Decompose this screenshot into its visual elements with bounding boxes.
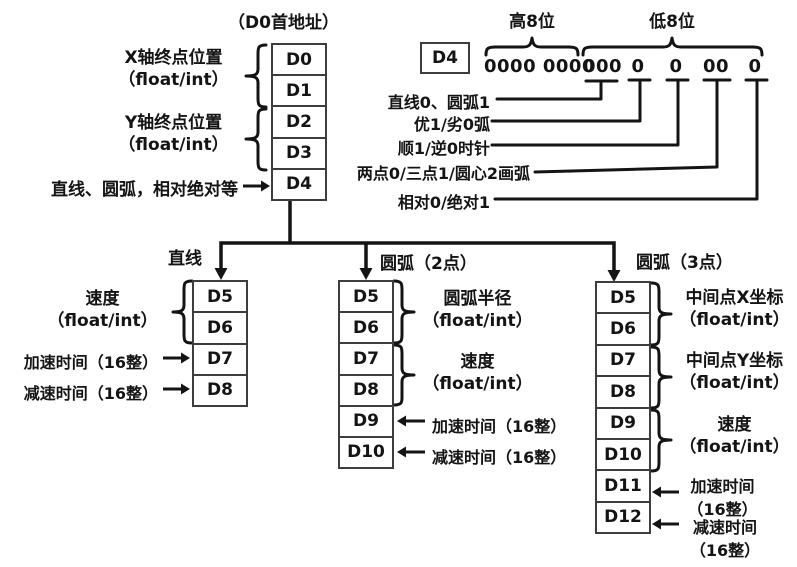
bit-group-cw-ccw: 0 <box>669 56 683 77</box>
arc2-cell-d9: D9 <box>340 404 392 436</box>
register-cell-d0: D0 <box>286 49 312 70</box>
bit-group-type: 000 <box>583 56 623 77</box>
wire-bit-linearc <box>495 79 619 101</box>
arc3-cell-d10: D10 <box>597 437 649 469</box>
label-arc2-decel: 减速时间（16整） <box>432 448 567 467</box>
bit-group-rel-abs: 0 <box>748 56 762 77</box>
label-line-accel: 加速时间（16整） <box>23 353 158 372</box>
brace-arc3-midx <box>649 281 673 347</box>
arc3-cell-d11: D11 <box>597 469 649 500</box>
brace-arc2-radius <box>392 279 416 345</box>
label-line-decel: 减速时间（16整） <box>23 384 158 403</box>
label-y-end-position: Y轴终点位置 （float/int） <box>118 113 229 155</box>
branch-title-arc3: 圆弧（3点） <box>636 253 733 273</box>
bit-label-cw-ccw: 顺1/逆0时针 <box>397 139 490 158</box>
arrowhead-d4 <box>261 180 270 192</box>
arc3-cell-d12: D12 <box>597 500 649 532</box>
brace-high8 <box>484 36 580 57</box>
bit-label-arc-mode: 两点0/三点1/圆心2画弧 <box>356 164 530 183</box>
arc3-cell-d8: D8 <box>597 375 649 406</box>
register-column-arc2: D5 D6 D7 D8 D9 D10 <box>338 280 394 469</box>
arc2-cell-d6: D6 <box>340 311 392 342</box>
label-arc3-midx: 中间点X坐标 （float/int） <box>679 288 790 330</box>
label-low8: 低8位 <box>649 12 695 32</box>
bit-label-rel-abs: 相对0/绝对1 <box>397 193 490 212</box>
label-arc2-accel: 加速时间（16整） <box>432 417 567 436</box>
arc3-cell-d6: D6 <box>597 312 649 343</box>
bit-label-line-or-arc: 直线0、圆弧1 <box>387 93 490 112</box>
arrowhead-arc2-d9 <box>397 415 406 427</box>
label-arc2-speed: 速度 （float/int） <box>422 352 533 394</box>
arrowhead-branch-arc2 <box>359 268 373 280</box>
branch-title-line: 直线 <box>168 249 202 269</box>
line-cell-d6: D6 <box>194 311 246 342</box>
bit-label-major-minor-arc: 优1/劣0弧 <box>413 115 490 134</box>
arrowhead-arc3-d11 <box>652 486 661 498</box>
arrowhead-arc2-d10 <box>397 446 406 458</box>
brace-line-speed <box>171 279 194 345</box>
arc3-cell-d5: D5 <box>610 287 636 308</box>
label-x-end-position: X轴终点位置 （float/int） <box>118 48 229 90</box>
brace-arc3-speed <box>649 408 673 473</box>
line-cell-d5: D5 <box>207 286 233 307</box>
bit-group-major-minor: 0 <box>631 56 645 77</box>
arc3-cell-d9: D9 <box>597 406 649 438</box>
label-high8: 高8位 <box>509 12 555 32</box>
register-column-line: D5 D6 D7 D8 <box>192 280 248 407</box>
arc3-cell-d7: D7 <box>597 343 649 375</box>
line-cell-d7: D7 <box>194 342 246 374</box>
brace-low8 <box>581 36 764 57</box>
wire-bit-majorminor <box>490 78 652 123</box>
branch-title-arc2: 圆弧（2点） <box>380 254 477 274</box>
brace-arc2-speed <box>392 343 416 407</box>
arc2-cell-d8: D8 <box>340 373 392 405</box>
register-cell-d4: D4 <box>273 167 325 199</box>
label-d4-meaning: 直线、圆弧，相对绝对等 <box>51 180 238 200</box>
arc2-cell-d5: D5 <box>353 286 379 307</box>
wire-bit-arcmode <box>533 78 732 174</box>
bit-group-arc-mode: 00 <box>702 56 730 77</box>
register-column-arc3: D5 D6 D7 D8 D9 D10 D11 D12 <box>595 281 651 534</box>
label-arc3-accel: 加速时间 （16整） <box>687 477 758 519</box>
label-arc3-decel: 减速时间 （16整） <box>689 518 761 560</box>
arrowhead-line-d8 <box>181 383 190 395</box>
first-address-note: （D0首地址） <box>228 13 339 33</box>
register-cell-d2: D2 <box>273 105 325 136</box>
arrowhead-arc3-d12 <box>652 518 661 530</box>
label-arc3-midy: 中间点Y坐标 （float/int） <box>679 351 790 393</box>
register-cell-d1: D1 <box>273 74 325 105</box>
line-cell-d8: D8 <box>194 373 246 405</box>
arrowhead-line-d7 <box>181 352 190 364</box>
label-line-speed: 速度 （float/int） <box>47 289 158 331</box>
brace-arc3-midy <box>649 345 673 410</box>
wire-bit-relabs <box>493 78 769 201</box>
register-cell-d3: D3 <box>273 136 325 168</box>
label-arc2-radius: 圆弧半径 （float/int） <box>422 289 533 331</box>
arc2-cell-d10: D10 <box>340 435 392 467</box>
register-column-header: D0 D1 D2 D3 D4 <box>271 43 327 201</box>
arrowhead-branch-line <box>214 268 228 280</box>
wire-bit-cwccw <box>490 78 690 147</box>
bitfield-register-box: D4 <box>420 42 470 74</box>
bit-group-high8: 0000 0000 <box>484 56 595 77</box>
label-arc3-speed: 速度 （float/int） <box>679 415 790 457</box>
arc2-cell-d7: D7 <box>340 342 392 373</box>
